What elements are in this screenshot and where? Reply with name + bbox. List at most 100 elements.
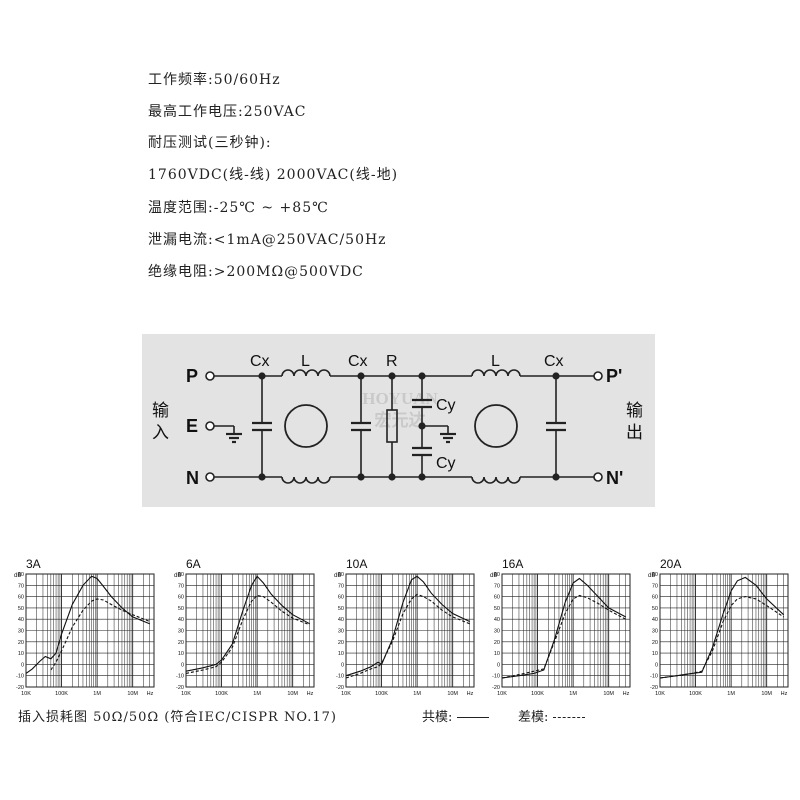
y-tick-label: 70 — [494, 583, 500, 589]
output-label-1: 输 — [626, 401, 643, 420]
y-tick-label: 70 — [18, 583, 24, 589]
legend-diff-label: 差模: — [518, 710, 549, 725]
y-tick-label: 0 — [181, 662, 184, 668]
y-tick-label: 40 — [178, 617, 184, 623]
y-axis-unit: dB — [490, 573, 497, 579]
y-tick-label: -20 — [650, 685, 658, 691]
series-common-mode-line — [185, 575, 310, 672]
x-tick-label: 10M — [603, 691, 614, 697]
y-tick-label: -10 — [176, 674, 184, 680]
y-tick-label: -10 — [16, 674, 24, 680]
y-tick-label: 20 — [652, 640, 658, 646]
y-tick-label: 60 — [652, 595, 658, 601]
spec-insulation: 绝缘电阻:>200MΩ@500VDC — [148, 264, 364, 280]
x-tick-label: 10K — [655, 691, 665, 697]
y-tick-label: 40 — [338, 617, 344, 623]
legend-diff-swatch — [552, 717, 585, 718]
label-cy1: Cy — [436, 397, 456, 414]
series-common-mode-line — [345, 575, 470, 677]
label-r: R — [386, 353, 398, 370]
output-label-2: 出 — [626, 423, 643, 442]
spec-leakage: 泄漏电流:<1mA@250VAC/50Hz — [148, 232, 387, 248]
y-tick-label: 30 — [338, 629, 344, 635]
series-differential-mode-line — [501, 594, 626, 679]
terminal-e: E — [186, 416, 198, 436]
x-tick-label: 1M — [253, 691, 261, 697]
input-label-1: 输 — [152, 401, 169, 420]
watermark-cn: 宏元达 — [375, 410, 426, 430]
chart-title: 16A — [502, 557, 523, 571]
x-tick-label: 10K — [497, 691, 507, 697]
y-tick-label: 50 — [178, 606, 184, 612]
terminal-p-out: P' — [606, 366, 622, 386]
chart-title: 3A — [26, 557, 41, 571]
y-tick-label: 0 — [497, 662, 500, 668]
x-tick-label: 10M — [127, 691, 138, 697]
y-tick-label: -20 — [336, 685, 344, 691]
label-l1: L — [301, 353, 310, 370]
terminal-p: P — [186, 366, 198, 386]
y-tick-label: 70 — [338, 583, 344, 589]
x-tick-label: 10M — [287, 691, 298, 697]
x-tick-label: Hz — [781, 691, 788, 697]
x-tick-label: 1M — [727, 691, 735, 697]
y-tick-label: 0 — [21, 662, 24, 668]
chart-title: 10A — [346, 557, 367, 571]
y-tick-label: 30 — [652, 629, 658, 635]
x-tick-label: Hz — [307, 691, 314, 697]
terminal-n: N — [186, 468, 199, 488]
y-tick-label: 10 — [494, 651, 500, 657]
plot-frame — [659, 573, 789, 688]
y-tick-label: 70 — [178, 583, 184, 589]
y-tick-label: 70 — [652, 583, 658, 589]
y-tick-label: 10 — [652, 651, 658, 657]
plot-frame — [25, 573, 155, 688]
x-tick-label: 100K — [55, 691, 68, 697]
y-tick-label: 20 — [178, 640, 184, 646]
chart-caption: 插入损耗图 50Ω/50Ω (符合IEC/CISPR NO.17) — [18, 710, 337, 725]
plot-frame — [501, 573, 631, 688]
x-tick-label: 10K — [21, 691, 31, 697]
y-tick-label: 40 — [494, 617, 500, 623]
y-tick-label: 0 — [655, 662, 658, 668]
circuit-schematic: HOYUAN 宏元达 — [152, 353, 643, 488]
x-tick-label: 100K — [531, 691, 544, 697]
watermark-hoyuan: HOYUAN — [362, 389, 438, 408]
chart-grid — [501, 573, 631, 688]
label-cx2: Cx — [348, 353, 368, 370]
series-differential-mode-line — [345, 593, 470, 679]
terminal-n-out: N' — [606, 468, 623, 488]
label-l2: L — [491, 353, 500, 370]
y-tick-label: 80 — [178, 572, 184, 578]
y-tick-label: -10 — [650, 674, 658, 680]
y-tick-label: 40 — [18, 617, 24, 623]
x-tick-label: Hz — [623, 691, 630, 697]
y-tick-label: -20 — [16, 685, 24, 691]
chart-title: 20A — [660, 557, 681, 571]
chart-grid — [345, 573, 475, 688]
x-tick-label: 10M — [447, 691, 458, 697]
y-tick-label: 20 — [338, 640, 344, 646]
label-cx3: Cx — [544, 353, 564, 370]
y-tick-label: 0 — [341, 662, 344, 668]
x-tick-label: 10K — [341, 691, 351, 697]
chart-grid — [25, 573, 155, 688]
y-tick-label: 50 — [652, 606, 658, 612]
y-axis-unit: dB — [648, 573, 655, 579]
y-tick-label: 10 — [18, 651, 24, 657]
plot-frame — [185, 573, 315, 688]
x-tick-label: 100K — [689, 691, 702, 697]
spec-withstand-values: 1760VDC(线-线) 2000VAC(线-地) — [148, 167, 399, 183]
plot-frame — [345, 573, 475, 688]
legend-common-label: 共模: — [422, 710, 453, 725]
y-tick-label: 60 — [338, 595, 344, 601]
y-tick-label: 80 — [652, 572, 658, 578]
y-tick-label: 50 — [338, 606, 344, 612]
y-tick-label: 80 — [494, 572, 500, 578]
x-tick-label: 1M — [413, 691, 421, 697]
